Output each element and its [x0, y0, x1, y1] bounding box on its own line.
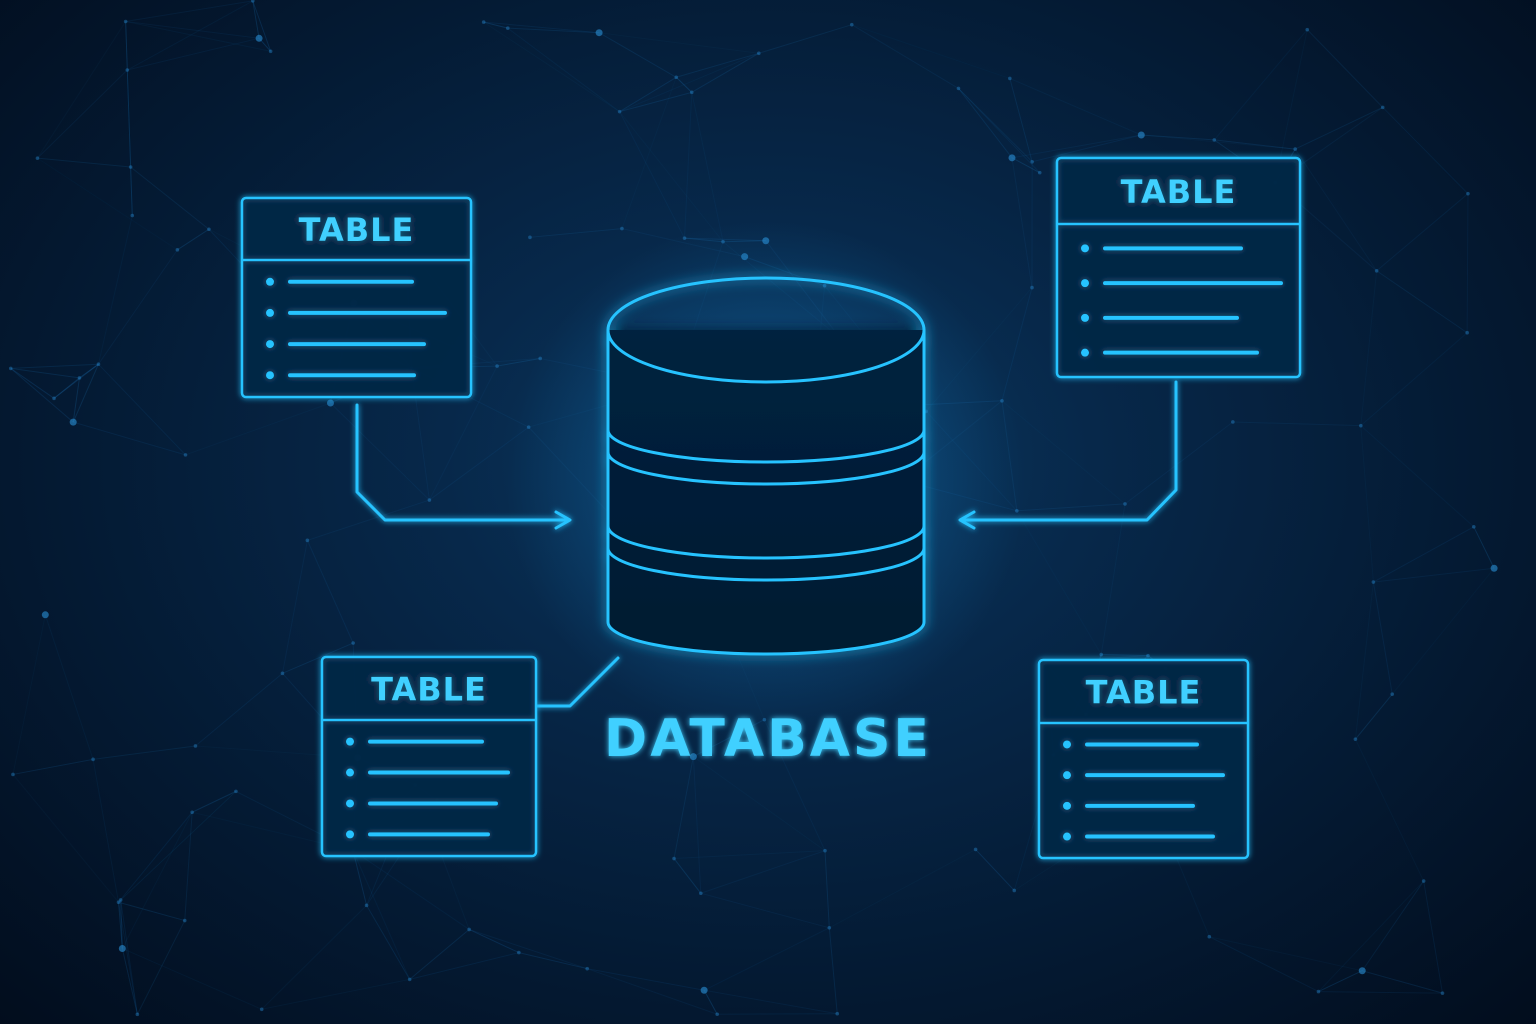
- table-card-bottom-right: TABLE: [1037, 658, 1250, 860]
- table-card-frame: [1055, 156, 1302, 379]
- table-card-bottom-left: TABLE: [320, 655, 538, 858]
- bullet-dot-icon: [346, 768, 354, 777]
- table-title: TABLE: [371, 671, 487, 709]
- bullet-dot-icon: [1063, 832, 1071, 841]
- bullet-dot-icon: [266, 308, 274, 317]
- table-title: TABLE: [1121, 173, 1237, 211]
- database-cylinder-icon: [606, 276, 926, 656]
- arrowhead-right-icon: [554, 510, 572, 530]
- bullet-dot-icon: [1081, 279, 1089, 288]
- table-title: TABLE: [299, 211, 415, 249]
- bullet-dot-icon: [1063, 740, 1071, 749]
- table-card-frame: [240, 196, 473, 399]
- bullet-dot-icon: [1063, 801, 1071, 810]
- bullet-dot-icon: [346, 799, 354, 808]
- bullet-dot-icon: [1081, 348, 1089, 357]
- connector-top-right: [958, 380, 1178, 530]
- bullet-dot-icon: [1063, 771, 1071, 780]
- connector-top-left: [355, 403, 572, 530]
- connector-bottom-left: [534, 656, 620, 708]
- table-cards: TABLE TABLE TABLE TABLE: [240, 156, 1302, 860]
- bullet-dot-icon: [346, 830, 354, 839]
- arrowhead-left-icon: [958, 510, 976, 530]
- bullet-dot-icon: [266, 277, 274, 286]
- bullet-dot-icon: [1081, 244, 1089, 253]
- database-label: DATABASE: [604, 709, 932, 769]
- bullet-dot-icon: [266, 340, 274, 349]
- table-card-frame: [320, 655, 538, 858]
- bullet-dot-icon: [266, 371, 274, 380]
- table-card-top-left: TABLE: [240, 196, 473, 399]
- bullet-dot-icon: [346, 737, 354, 746]
- table-card-top-right: TABLE: [1055, 156, 1302, 379]
- bullet-dot-icon: [1081, 313, 1089, 322]
- table-card-frame: [1037, 658, 1250, 860]
- table-title: TABLE: [1086, 674, 1202, 712]
